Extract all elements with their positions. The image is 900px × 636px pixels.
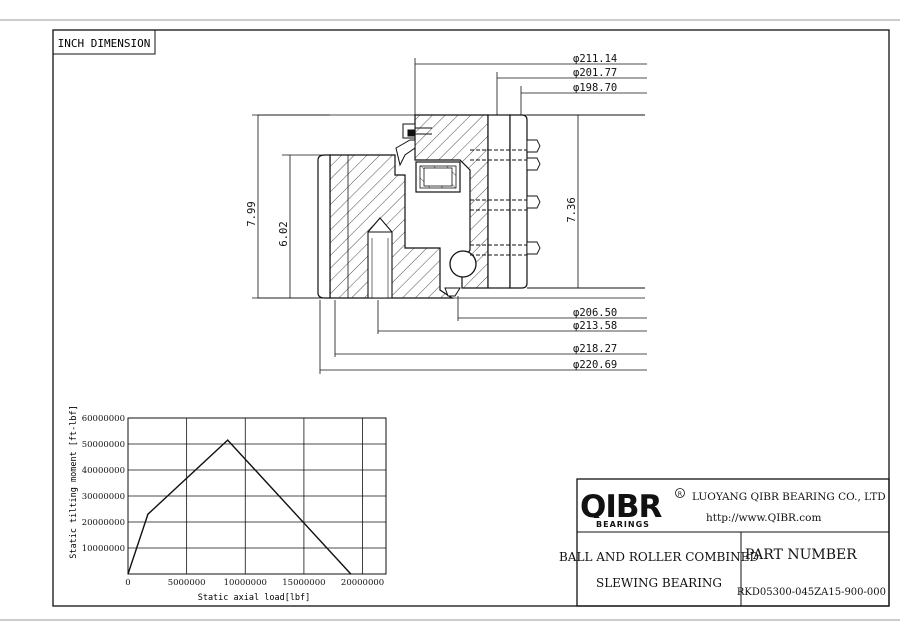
x-tick-label: 0: [125, 578, 130, 588]
part-number-value: RKD05300-045ZA15-900-000: [737, 587, 886, 598]
dim-bottom-3: φ220.69: [573, 359, 617, 371]
dim-height-outer: 6.02: [278, 221, 290, 246]
mounting-bolts: [470, 139, 541, 256]
product-line-2: SLEWING BEARING: [596, 576, 722, 590]
load-chart: 0 5000000 10000000 15000000 20000000 10000000…: [69, 405, 387, 603]
load-curve-line: [127, 439, 352, 575]
seal-and-grease-fitting: [395, 123, 432, 167]
inner-ring-bore: [487, 114, 511, 289]
product-line-1: BALL AND ROLLER COMBINED: [559, 550, 759, 564]
qibr-logo: QIBR BEARINGS R: [580, 488, 685, 529]
load-curve-point: [350, 573, 352, 575]
chart-ticks: 0 5000000 10000000 15000000 20000000 10000000…: [82, 414, 384, 588]
inner-ring-face: [509, 114, 528, 289]
bearing-section: [258, 114, 645, 299]
y-tick-label: 20000000: [82, 518, 125, 528]
bottom-seal: [444, 287, 461, 297]
chart-y-axis-label: Static tilting moment [ft-lbf]: [69, 405, 79, 559]
dim-height-overall: 7.99: [246, 201, 258, 226]
dim-top-2: φ198.70: [573, 82, 617, 94]
x-tick-label: 15000000: [282, 578, 325, 588]
plug-pin: [367, 217, 393, 299]
load-curve-point: [147, 513, 149, 515]
dim-bottom-0: φ206.50: [573, 307, 617, 319]
y-tick-label: 10000000: [82, 544, 125, 554]
drawing-border: [52, 29, 890, 607]
dim-top-1: φ201.77: [573, 67, 617, 79]
load-curve-point: [127, 573, 129, 575]
company-website: http://www.QIBR.com: [706, 512, 822, 524]
x-tick-label: 20000000: [341, 578, 384, 588]
chart-grid: [127, 417, 387, 575]
y-tick-label: 30000000: [82, 492, 125, 502]
chart-series: [127, 439, 352, 575]
x-tick-label: 10000000: [224, 578, 267, 588]
registered-mark-icon: [675, 488, 685, 498]
svg-text:R: R: [678, 491, 682, 498]
dimension-labels: φ211.14 φ201.77 φ198.70 φ206.50 φ213.58 …: [246, 53, 617, 371]
dim-bottom-2: φ218.27: [573, 343, 617, 355]
load-curve-point: [227, 439, 229, 441]
part-number-label: PART NUMBER: [745, 547, 857, 563]
dim-bottom-1: φ213.58: [573, 320, 617, 332]
chart-x-axis-label: Static axial load[lbf]: [198, 593, 311, 603]
logo-subtext: BEARINGS: [596, 520, 650, 529]
unit-label: INCH DIMENSION: [58, 37, 151, 50]
dim-height-inner: 7.36: [566, 197, 578, 222]
ball-element: [449, 250, 477, 278]
y-tick-label: 40000000: [82, 466, 125, 476]
company-name: LUOYANG QIBR BEARING CO., LTD: [692, 491, 886, 503]
dimension-lines: [252, 58, 647, 374]
y-tick-label: 50000000: [82, 440, 125, 450]
x-tick-label: 5000000: [168, 578, 206, 588]
dim-top-0: φ211.14: [573, 53, 617, 65]
y-tick-label: 60000000: [82, 414, 125, 424]
outer-ring-lip: [317, 154, 331, 299]
title-block: [576, 478, 890, 607]
unit-label-box: INCH DIMENSION: [53, 30, 156, 55]
